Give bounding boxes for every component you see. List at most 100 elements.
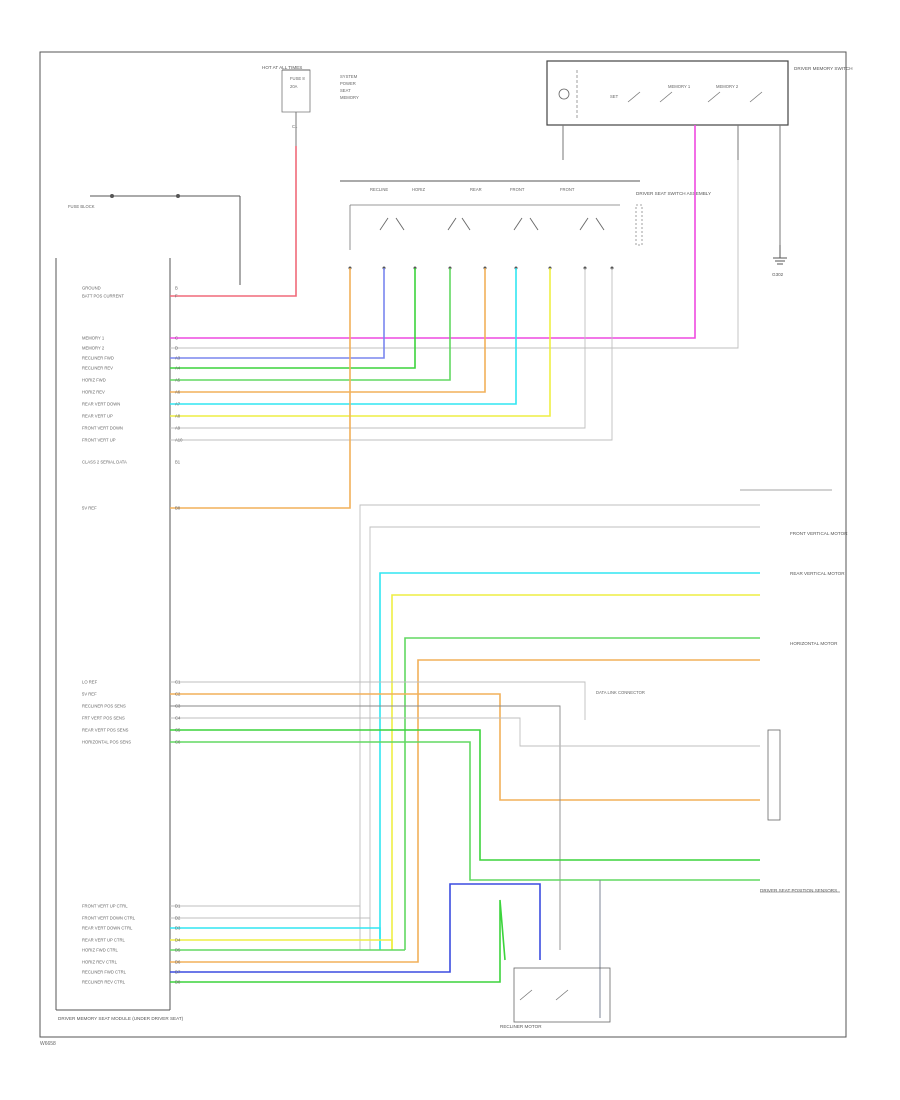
module-pin-id: D1 <box>175 904 181 909</box>
module-pin-name: FRONT VERT DOWN CTRL <box>82 916 136 921</box>
module-pin-id: A3 <box>175 356 181 361</box>
svg-text:MEMORY 2: MEMORY 2 <box>716 84 739 89</box>
wire-front-vert-b <box>369 526 760 950</box>
wire-rear-down <box>170 268 517 405</box>
module-pin-name: RECLINER REV CTRL <box>82 980 126 985</box>
motor-label-0: FRONT VERTICAL MOTOR <box>790 531 848 536</box>
wire-lo-ref <box>170 681 586 720</box>
wire-memory1-pink <box>170 125 696 339</box>
module-pin-id: F <box>175 294 178 299</box>
svg-text:C1: C1 <box>292 124 298 129</box>
svg-text:MEMORY: MEMORY <box>340 95 359 100</box>
svg-text:POWER: POWER <box>340 81 356 86</box>
module-pin-name: HORIZONTAL POS SENS <box>82 740 131 745</box>
module-pin-id: B1 <box>175 460 181 465</box>
wire-d1 <box>170 905 361 950</box>
module-pin-name: 5V REF <box>82 692 97 697</box>
module-pin-name: CLASS 2 SERIAL DATA <box>82 460 127 465</box>
wire-5v-ref <box>170 268 351 509</box>
wire-rear-vert-a <box>379 572 760 950</box>
module-pin-id: A8 <box>175 414 181 419</box>
module-pin-id: A9 <box>175 426 181 431</box>
module-pin-id: C <box>175 336 178 341</box>
module-pin-name: REAR VERT UP CTRL <box>82 938 125 943</box>
class2-label: DATA LINK CONNECTOR <box>596 690 645 695</box>
fuse-label: FUSE BLOCK <box>68 204 95 209</box>
module-pin-id: D7 <box>175 970 181 975</box>
motor-label-2: HORIZONTAL MOTOR <box>790 641 838 646</box>
wire-d7 <box>170 883 541 973</box>
module-pin-name: REAR VERT UP <box>82 414 113 419</box>
wire-memory2-gray <box>170 160 739 349</box>
svg-text:REAR: REAR <box>470 187 482 192</box>
wire-recliner-rev <box>170 268 416 369</box>
module-pin-id: D3 <box>175 926 181 931</box>
module-pin-name: RECLINER FWD CTRL <box>82 970 127 975</box>
module-pin-id: C5 <box>175 728 181 733</box>
connector-pins-top <box>348 266 614 270</box>
module-pin-name: LO REF <box>82 680 98 685</box>
diagram-frame <box>39 51 847 1038</box>
wire-front-pos <box>170 717 760 747</box>
left-top-fuse: FUSE BLOCK <box>68 194 241 285</box>
motor-label-1: REAR VERTICAL MOTOR <box>790 571 845 576</box>
module-pin-id: B8 <box>175 506 181 511</box>
module-pin-id: D8 <box>175 980 181 985</box>
module-pin-id: A6 <box>175 390 181 395</box>
wire-d8 <box>170 899 506 983</box>
module-pin-name: FRT VERT POS SENS <box>82 716 125 721</box>
module-pin-name: 5V REF <box>82 506 97 511</box>
module-pin-name: RECLINER POS SENS <box>82 704 126 709</box>
module-pin-name: HORIZ FWD <box>82 378 106 383</box>
wire-d4 <box>170 939 393 950</box>
wire-d6 <box>170 950 419 963</box>
module-pin-id: D2 <box>175 916 181 921</box>
svg-text:FUSE 8: FUSE 8 <box>290 76 305 81</box>
module-pin-id: A5 <box>175 378 181 383</box>
module-pin-name: BATT POS CURRENT <box>82 294 124 299</box>
module-pin-id: D <box>175 346 178 351</box>
module-pin-id: C6 <box>175 740 181 745</box>
module-pin-id: B <box>175 286 178 291</box>
svg-text:RECLINE: RECLINE <box>370 187 388 192</box>
wire-d2 <box>170 917 371 950</box>
wire-horiz-pos <box>170 741 760 881</box>
module-pin-id: C1 <box>175 680 181 685</box>
module-pin-name: MEMORY 2 <box>82 346 105 351</box>
module-pin-id: A4 <box>175 366 181 371</box>
wire-front-up <box>170 268 613 441</box>
wire-horiz-a <box>404 637 760 950</box>
module-label: DRIVER MEMORY SEAT MODULE (UNDER DRIVER … <box>58 1016 184 1021</box>
module-pin-name: FRONT VERT UP <box>82 438 116 443</box>
svg-text:20A: 20A <box>290 84 298 89</box>
svg-text:SEAT: SEAT <box>340 88 351 93</box>
module-pin-name: REAR VERT POS SENS <box>82 728 129 733</box>
wire-front-vert-a <box>359 504 760 950</box>
svg-text:HORIZ: HORIZ <box>412 187 425 192</box>
module-pin-name: GROUND <box>82 286 101 291</box>
wire-horiz-b <box>417 659 760 950</box>
right-motors: FRONT VERTICAL MOTOR REAR VERTICAL MOTOR… <box>596 489 848 893</box>
wire-d3 <box>170 927 381 950</box>
module-pin-id: C3 <box>175 704 181 709</box>
module-pin-name: REAR VERT DOWN <box>82 402 120 407</box>
wires <box>170 125 760 1018</box>
module-pin-name: REAR VERT DOWN CTRL <box>82 926 133 931</box>
wire-rear-pos <box>170 729 760 861</box>
module-pin-id: C2 <box>175 692 181 697</box>
module-pin-id: D5 <box>175 948 181 953</box>
svg-text:SET: SET <box>610 94 619 99</box>
module-pin-id: A7 <box>175 402 181 407</box>
svg-text:MEMORY 1: MEMORY 1 <box>668 84 691 89</box>
seat-switch-assembly: DRIVER SEAT SWITCH ASSEMBLY RECLINE HORI… <box>340 180 711 270</box>
footer-code: W6658 <box>40 1041 56 1047</box>
wire-rear-vert-b <box>391 594 760 950</box>
module-pin-name: FRONT VERT DOWN <box>82 426 123 431</box>
module-pin-id: D4 <box>175 938 181 943</box>
position-sensor-label: DRIVER SEAT POSITION SENSORS <box>760 888 837 893</box>
module-pin-id: D6 <box>175 960 181 965</box>
module-pin-name: FRONT VERT UP CTRL <box>82 904 128 909</box>
wire-front-down <box>170 268 586 429</box>
module-pin-name: HORIZ REV CTRL <box>82 960 118 965</box>
